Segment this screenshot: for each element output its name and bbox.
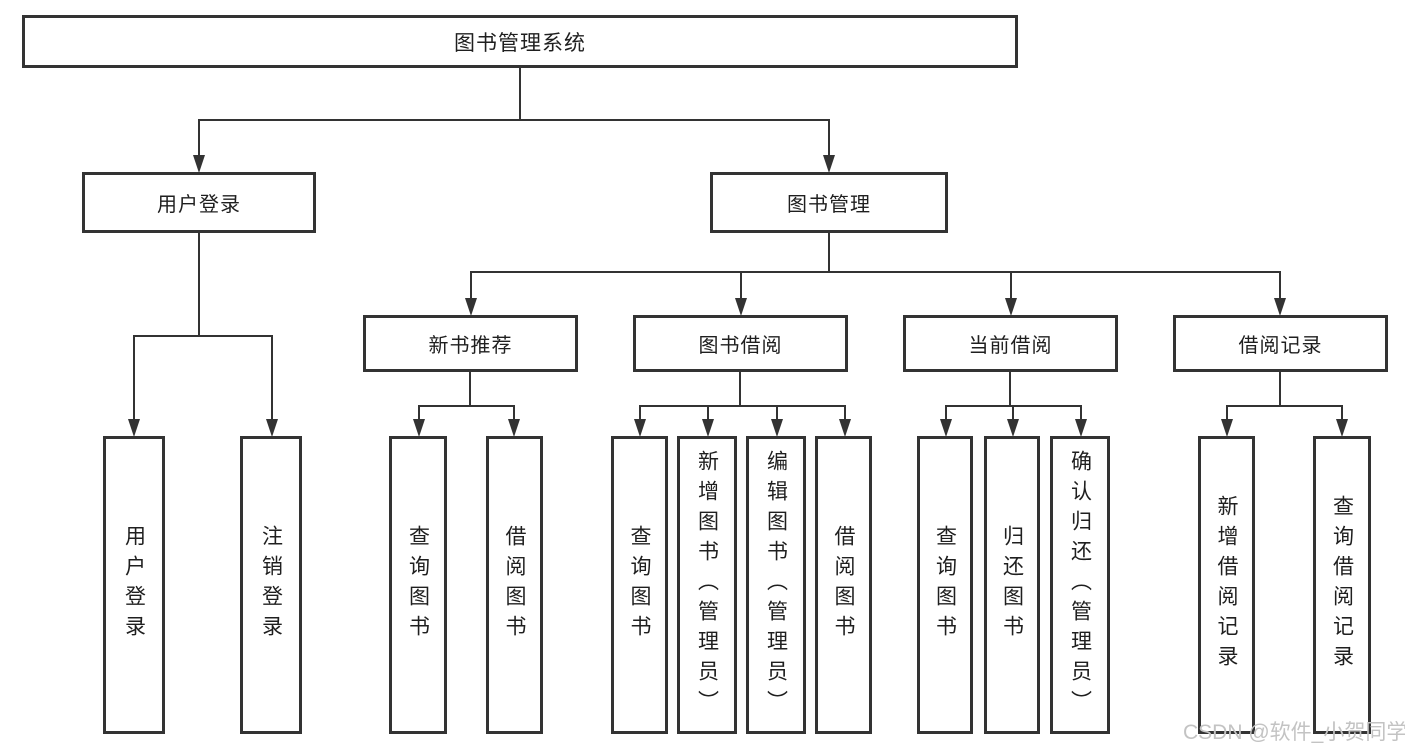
leaf-label: 查询图书 [933,525,957,645]
leaf-label: 用户登录 [122,525,146,645]
arrowhead-down-icon [465,298,477,316]
arrowhead-down-icon [940,419,952,437]
connector-drop-leaf [133,335,135,421]
connector-bar [418,405,515,407]
connector-bar [639,405,845,407]
arrowhead-down-icon [1336,419,1348,437]
connector-drop-leaf [1080,405,1082,421]
connector-drop-current [1010,271,1012,299]
connector-drop-leaf [513,405,515,421]
node-label: 当前借阅 [968,335,1053,357]
connector-drop-leaf [1012,405,1014,421]
leaf-query-books: 查询图书 [611,436,668,734]
leaf-label: 确认归还（管理员） [1068,450,1092,720]
node-root-system: 图书管理系统 [22,15,1018,68]
arrowhead-down-icon [1007,419,1019,437]
arrowhead-down-icon [634,419,646,437]
arrowhead-down-icon [1075,419,1087,437]
leaf-borrow-books: 借阅图书 [815,436,872,734]
connector-stem [1009,372,1011,406]
csdn-watermark: CSDN @软件_小贺同学 [1183,721,1405,744]
node-new-book-recommend: 新书推荐 [363,315,578,372]
arrowhead-down-icon [508,419,520,437]
connector-drop-borrow [740,271,742,299]
leaf-label: 查询借阅记录 [1330,495,1354,675]
leaf-label: 注销登录 [259,525,283,645]
leaf-query-books: 查询图书 [917,436,973,734]
arrowhead-down-icon [1221,419,1233,437]
leaf-add-books-admin: 新增图书（管理员） [677,436,737,734]
arrowhead-down-icon [735,298,747,316]
connector-drop-leaf [639,405,641,421]
connector-drop-leaf [707,405,709,421]
connector-book-mgmt-stem [828,233,830,272]
leaf-query-books: 查询图书 [389,436,447,734]
node-borrowing-records: 借阅记录 [1173,315,1388,372]
node-label: 借阅记录 [1238,335,1323,357]
arrowhead-down-icon [1274,298,1286,316]
node-root-label: 图书管理系统 [454,31,586,55]
connector-drop-leaf [271,335,273,421]
connector-root-stem [519,68,521,120]
leaf-confirm-return-admin: 确认归还（管理员） [1050,436,1110,734]
arrowhead-down-icon [128,419,140,437]
connector-stem [739,372,741,406]
leaf-label: 归还图书 [1000,525,1024,645]
arrowhead-down-icon [266,419,278,437]
node-label: 新书推荐 [428,335,513,357]
node-user-login-label: 用户登录 [157,194,241,216]
connector-drop-leaf [1226,405,1228,421]
arrowhead-down-icon [839,419,851,437]
connector-drop-leaf [418,405,420,421]
leaf-borrow-books: 借阅图书 [486,436,543,734]
arrowhead-down-icon [1005,298,1017,316]
connector-drop-leaf [945,405,947,421]
connector-drop-book-mgmt [828,119,830,159]
connector-bar [1226,405,1342,407]
node-user-login: 用户登录 [82,172,316,233]
leaf-edit-books-admin: 编辑图书（管理员） [746,436,806,734]
leaf-return-books: 归还图书 [984,436,1040,734]
leaf-label: 借阅图书 [832,525,855,645]
leaf-label: 查询图书 [628,525,651,645]
node-book-management-label: 图书管理 [787,194,871,216]
connector-drop-new-book [470,271,472,299]
leaf-label: 新增图书（管理员） [695,450,719,720]
connector-user-login-bar [133,335,273,337]
arrowhead-down-icon [193,155,205,173]
node-book-management: 图书管理 [710,172,948,233]
connector-drop-user-login [198,119,200,159]
leaf-query-borrow-record: 查询借阅记录 [1313,436,1371,734]
connector-stem [469,372,471,406]
leaf-label: 新增借阅记录 [1215,495,1238,675]
arrowhead-down-icon [413,419,425,437]
connector-drop-leaf [776,405,778,421]
connector-stem [1279,372,1281,406]
arrowhead-down-icon [823,155,835,173]
node-current-borrowing: 当前借阅 [903,315,1118,372]
leaf-label: 查询图书 [406,525,430,645]
connector-drop-leaf [844,405,846,421]
leaf-user-login: 用户登录 [103,436,165,734]
node-label: 图书借阅 [698,335,783,357]
connector-root-bar [198,119,830,121]
arrowhead-down-icon [702,419,714,437]
node-book-borrowing: 图书借阅 [633,315,848,372]
connector-book-mgmt-bar [470,271,1281,273]
connector-drop-records [1279,271,1281,299]
connector-user-login-stem [198,233,200,336]
connector-drop-leaf [1341,405,1343,421]
leaf-logout: 注销登录 [240,436,302,734]
arrowhead-down-icon [771,419,783,437]
leaf-label: 借阅图书 [503,525,526,645]
leaf-add-borrow-record: 新增借阅记录 [1198,436,1255,734]
leaf-label: 编辑图书（管理员） [764,450,788,720]
